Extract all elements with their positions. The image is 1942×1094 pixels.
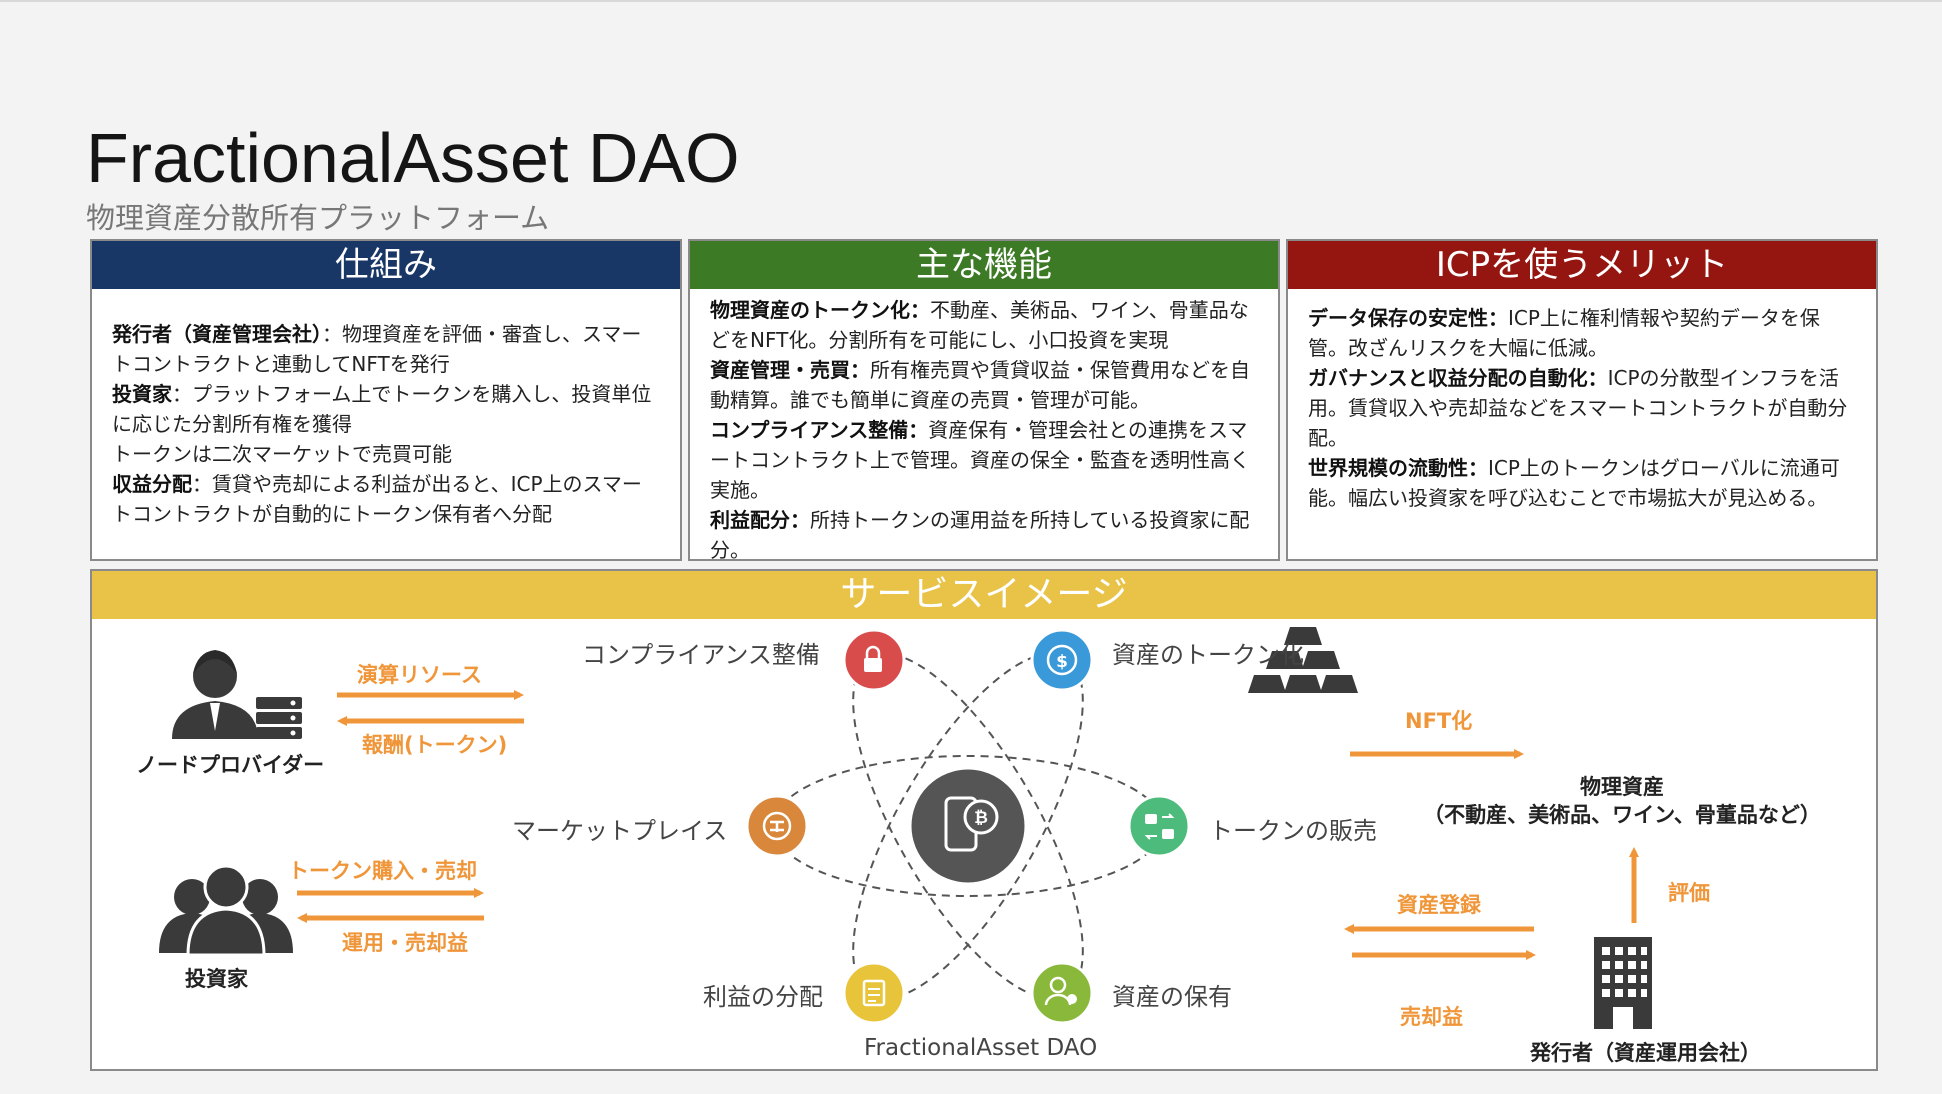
mechanism-item-title: 発行者（資産管理会社）: [112, 322, 322, 346]
features-item-title: コンプライアンス整備：: [710, 418, 929, 442]
tokenize-node-icon: $: [1030, 628, 1094, 692]
eval-label: 評価: [1668, 881, 1710, 905]
merits-heading: ICPを使うメリット: [1288, 241, 1876, 289]
merits-body: データ保存の安定性：ICP上に権利情報や契約データを保管。改ざんリスクを大幅に低…: [1288, 289, 1876, 513]
profit-node-icon: [842, 961, 906, 1025]
marketplace-label: マーケットプレイス: [512, 817, 728, 845]
compute-label: 演算リソース: [357, 663, 482, 687]
asset-sublabel: （不動産、美術品、ワイン、骨董品など）: [1423, 803, 1821, 827]
marketplace-node-icon: [745, 794, 809, 858]
mechanism-body: 発行者（資産管理会社）：物理資産を評価・審査し、スマートコントラクトと連動してN…: [92, 289, 680, 529]
hub-icon: ₿: [908, 766, 1028, 886]
features-panel: 主な機能 物理資産のトークン化：不動産、美術品、ワイン、骨董品などをNFT化。分…: [688, 239, 1280, 562]
mechanism-item-text: トークンは二次マーケットで売買可能: [112, 442, 452, 466]
asset-label: 物理資産: [1580, 775, 1664, 799]
features-item-text: 所持トークンの運用益を所持している投資家に配分。: [710, 508, 1250, 562]
features-item-text: 不動産、美術品、ワイン、骨董品などをNFT化。分割所有を可能にし、小口投資を実現: [710, 298, 1249, 352]
tokenize-label: 資産のトークン化: [1112, 641, 1304, 669]
register-label: 資産登録: [1397, 893, 1481, 917]
service-image-panel: サービスイメージ ₿ $: [90, 569, 1878, 1071]
merits-item: ガバナンスと収益分配の自動化：ICPの分散型インフラを活用。賃貸収入や売却益など…: [1308, 363, 1856, 453]
sale-label: 売却益: [1400, 1005, 1463, 1029]
features-item: 利益配分：所持トークンの運用益を所持している投資家に配分。: [710, 505, 1258, 565]
reward-label: 報酬(トークン): [362, 733, 508, 757]
merits-item: 世界規模の流動性：ICP上のトークンはグローバルに流通可能。幅広い投資家を呼び込…: [1308, 453, 1856, 513]
investor-label: 投資家: [185, 967, 248, 991]
svg-text:$: $: [1056, 652, 1068, 672]
purchase-label: トークン購入・売却: [288, 859, 477, 883]
merits-panel: ICPを使うメリット データ保存の安定性：ICP上に権利情報や契約データを保管。…: [1286, 239, 1878, 561]
service-diagram: ₿ $: [159, 627, 1652, 1029]
mechanism-heading: 仕組み: [92, 241, 680, 289]
mechanism-panel: 仕組み 発行者（資産管理会社）：物理資産を評価・審査し、スマートコントラクトと連…: [90, 239, 682, 561]
issuer-label: 発行者（資産運用会社）: [1530, 1041, 1761, 1065]
features-item: コンプライアンス整備：資産保有・管理会社との連携をスマートコントラクト上で管理。…: [710, 415, 1258, 505]
holding-label: 資産の保有: [1112, 983, 1232, 1011]
features-item-title: 物理資産のトークン化：: [710, 298, 930, 322]
merits-item-text: ICP上のトークンはグローバルに流通可能。幅広い投資家を呼び込むことで市場拡大が…: [1308, 456, 1840, 510]
node-provider-label: ノードプロバイダー: [136, 753, 325, 777]
mechanism-item-title: 投資家: [112, 382, 172, 406]
mechanism-item: トークンは二次マーケットで売買可能: [112, 439, 660, 469]
compliance-label: コンプライアンス整備: [582, 641, 820, 669]
mechanism-item: 発行者（資産管理会社）：物理資産を評価・審査し、スマートコントラクトと連動してN…: [112, 319, 660, 379]
investor-icon: [159, 864, 293, 957]
features-item: 資産管理・売買：所有権売買や賃貸収益・保管費用などを自動精算。誰でも簡単に資産の…: [710, 355, 1258, 415]
mechanism-item: 収益分配：賃貸や売却による利益が出ると、ICP上のスマートコントラクトが自動的に…: [112, 469, 660, 529]
merits-item-text: ICPの分散型インフラを活用。賃貸収入や売却益などをスマートコントラクトが自動分…: [1308, 366, 1848, 450]
merits-item: データ保存の安定性：ICP上に権利情報や契約データを保管。改ざんリスクを大幅に低…: [1308, 303, 1856, 363]
token-sale-label: トークンの販売: [1209, 817, 1377, 845]
building-icon: [1594, 937, 1652, 1029]
nft-label: NFT化: [1405, 709, 1473, 733]
service-heading: サービスイメージ: [92, 571, 1876, 619]
top-border: [0, 0, 1942, 2]
features-body: 物理資産のトークン化：不動産、美術品、ワイン、骨董品などをNFT化。分割所有を可…: [690, 289, 1278, 565]
merits-item-text: ICP上に権利情報や契約データを保管。改ざんリスクを大幅に低減。: [1308, 306, 1820, 360]
holding-node-icon: [1030, 961, 1094, 1025]
features-item: 物理資産のトークン化：不動産、美術品、ワイン、骨董品などをNFT化。分割所有を可…: [710, 295, 1258, 355]
node-provider-icon: [172, 650, 302, 739]
gold-bars-icon: [1248, 627, 1358, 693]
mechanism-item-text: ：プラットフォーム上でトークンを購入し、投資単位に応じた分割所有権を獲得: [112, 382, 652, 436]
page-subtitle: 物理資産分散所有プラットフォーム: [86, 201, 550, 235]
mechanism-item-text: ：物理資産を評価・審査し、スマートコントラクトと連動してNFTを発行: [112, 322, 642, 376]
features-item-text: 資産保有・管理会社との連携をスマートコントラクト上で管理。資産の保全・監査を透明…: [710, 418, 1250, 502]
center-label: FractionalAsset DAO: [864, 1035, 1098, 1061]
features-item-title: 資産管理・売買：: [710, 358, 870, 382]
features-item-text: 所有権売買や賃貸収益・保管費用などを自動精算。誰でも簡単に資産の売買・管理が可能…: [710, 358, 1250, 412]
return-label: 運用・売却益: [342, 931, 468, 955]
token-sale-node-icon: [1127, 794, 1191, 858]
features-item-title: 利益配分：: [710, 508, 810, 532]
merits-item-title: データ保存の安定性：: [1308, 306, 1508, 330]
page-title: FractionalAsset DAO: [86, 119, 740, 197]
profit-label: 利益の分配: [703, 983, 823, 1011]
mechanism-item-text: ：賃貸や売却による利益が出ると、ICP上のスマートコントラクトが自動的にトークン…: [112, 472, 642, 526]
mechanism-item-title: 収益分配: [112, 472, 192, 496]
merits-item-title: ガバナンスと収益分配の自動化：: [1308, 366, 1608, 390]
merits-item-title: 世界規模の流動性：: [1308, 456, 1488, 480]
svg-text:₿: ₿: [974, 808, 988, 828]
compliance-node-icon: [842, 628, 906, 692]
features-heading: 主な機能: [690, 241, 1278, 289]
mechanism-item: 投資家：プラットフォーム上でトークンを購入し、投資単位に応じた分割所有権を獲得: [112, 379, 660, 439]
flow-arrows: [297, 690, 1639, 960]
